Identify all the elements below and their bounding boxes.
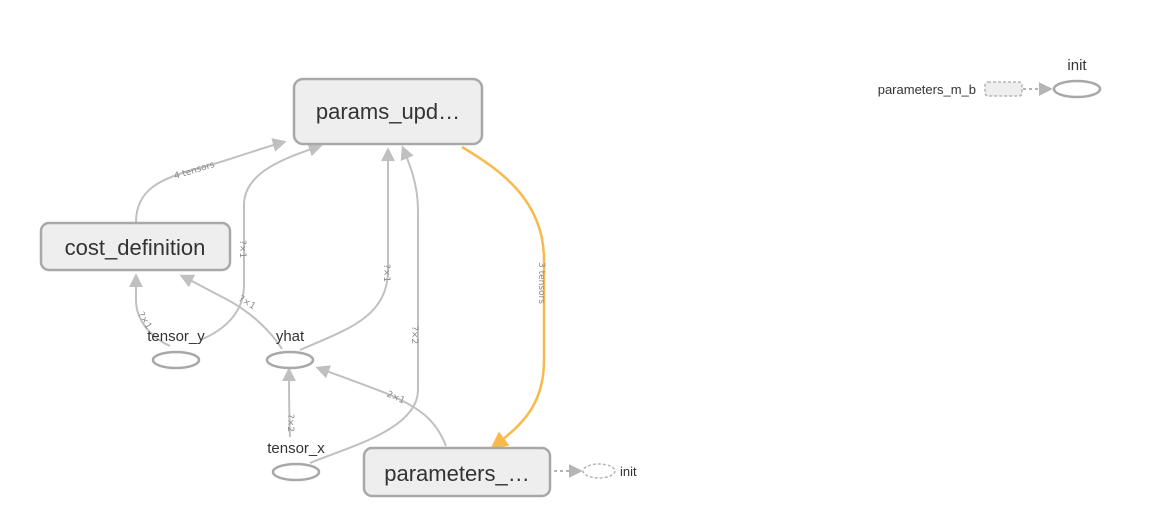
node-parameters-label: parameters_… — [384, 461, 530, 486]
node-cost-definition-label: cost_definition — [65, 235, 206, 260]
node-init-aux[interactable]: init — [582, 463, 637, 479]
edge-label-params-to-parameters: 3 tensors — [536, 262, 546, 304]
node-init-aux2-label: init — [1067, 57, 1087, 74]
edge-tensor-x-to-params — [309, 145, 419, 464]
edge-yhat-to-params — [299, 147, 395, 351]
edge-tensor-y-to-params — [199, 143, 323, 341]
edge-tensor-y-to-cost — [129, 273, 171, 347]
edge-label-tensor-x-to-yhat: ?×2 — [285, 414, 295, 432]
node-tensor-x[interactable]: tensor_x — [267, 440, 325, 482]
node-parameters[interactable]: parameters_… — [362, 446, 552, 498]
node-params-update-label: params_upd… — [316, 99, 460, 124]
node-yhat-label: yhat — [276, 328, 305, 345]
node-params-update[interactable]: params_upd… — [292, 77, 484, 146]
node-init-aux-label: init — [620, 464, 637, 479]
edge-label-yhat-to-params: ?×1 — [381, 264, 391, 282]
edge-params-to-parameters — [461, 145, 546, 450]
edge-label-parameters-to-yhat: 2×1 — [385, 390, 406, 407]
edge-label-tensor-y-to-params: ?×1 — [237, 240, 247, 258]
edge-yhat-to-cost — [179, 274, 283, 350]
node-cost-definition[interactable]: cost_definition — [39, 221, 232, 272]
node-yhat[interactable]: yhat — [265, 328, 315, 370]
edge-label-tensor-x-to-params: ?×2 — [409, 326, 419, 344]
node-tensor-y[interactable]: tensor_y — [147, 328, 205, 370]
edge-parameters-to-yhat — [315, 365, 447, 447]
edge-label-cost-to-params: 4 tensors — [173, 160, 216, 182]
edge-tensor-x-to-yhat — [282, 367, 297, 438]
edge-cost-to-params — [135, 138, 287, 223]
node-init-aux2[interactable]: init — [1052, 57, 1102, 99]
node-tensor-x-label: tensor_x — [267, 440, 325, 457]
edge-label-yhat-to-cost: ?×1 — [236, 294, 257, 312]
node-parameters-m-b[interactable]: parameters_m_b — [878, 81, 1023, 97]
node-parameters-m-b-label: parameters_m_b — [878, 82, 976, 97]
node-tensor-y-label: tensor_y — [147, 328, 205, 345]
